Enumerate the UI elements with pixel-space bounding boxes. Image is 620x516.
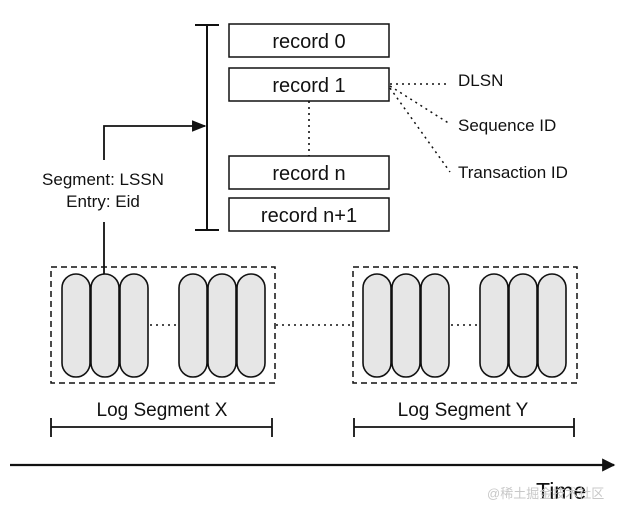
- entry-block: [119, 273, 149, 378]
- segment-label-y: Log Segment Y: [398, 400, 529, 421]
- record-box-1: record 1: [228, 67, 390, 102]
- segment-key-lssn: Segment: LSSN: [42, 170, 164, 189]
- record-label-n: record n: [272, 163, 345, 185]
- record-label-0: record 0: [272, 31, 345, 53]
- entry-block: [391, 273, 421, 378]
- segment-key-eid: Entry: Eid: [66, 192, 140, 211]
- entry-block: [61, 273, 91, 378]
- entry-block: [362, 273, 392, 378]
- record-label-1: record 1: [272, 75, 345, 97]
- time-axis-label: Time: [536, 478, 586, 504]
- entry-block: [178, 273, 208, 378]
- records-bracket: [195, 24, 219, 231]
- record-field-transaction-id: Transaction ID: [458, 163, 568, 182]
- entry-block: [236, 273, 266, 378]
- log-segment-y: [352, 266, 578, 384]
- record-label-n-plus-1: record n+1: [261, 205, 357, 227]
- entry-block: [420, 273, 450, 378]
- segment-span-x: [50, 418, 273, 437]
- record-field-connectors: [389, 83, 451, 173]
- record-box-0: record 0: [228, 23, 390, 58]
- segment-label-x: Log Segment X: [97, 400, 228, 421]
- entry-block: [508, 273, 538, 378]
- record-field-dlsn: DLSN: [458, 71, 503, 90]
- entry-block: [90, 273, 120, 378]
- segment-key-arrow: [103, 120, 207, 274]
- entry-block: [479, 273, 509, 378]
- entry-block: [207, 273, 237, 378]
- segment-span-y: [353, 418, 575, 437]
- record-box-n-plus-1: record n+1: [228, 197, 390, 232]
- watermark: @稀土掘金技术社区: [487, 486, 604, 501]
- log-segment-x: [50, 266, 276, 384]
- entry-block: [537, 273, 567, 378]
- record-field-sequence-id: Sequence ID: [458, 116, 556, 135]
- record-box-n: record n: [228, 155, 390, 190]
